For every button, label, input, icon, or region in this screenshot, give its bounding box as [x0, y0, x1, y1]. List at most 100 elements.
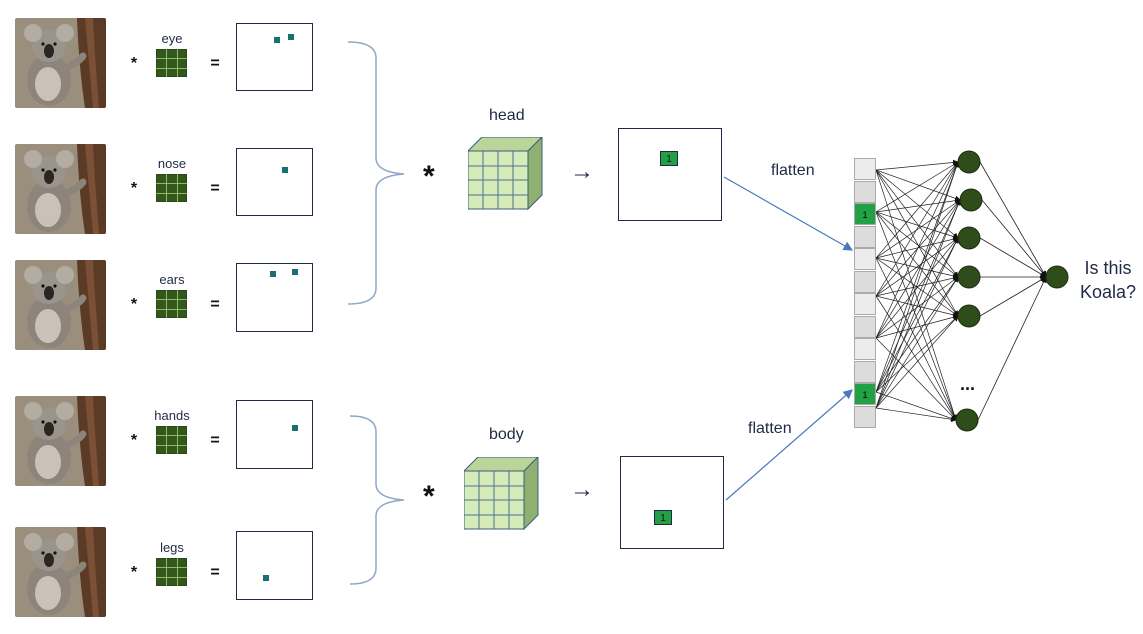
- group-label-body: body: [489, 426, 524, 443]
- network-edge: [875, 257, 957, 421]
- filter-grid-line: [156, 435, 187, 437]
- network-edge: [875, 199, 961, 259]
- network-edge: [979, 161, 1047, 278]
- hidden-neuron: [955, 408, 979, 432]
- network-edge: [875, 407, 957, 423]
- network-edge: [875, 199, 961, 393]
- vector-cell: [854, 405, 876, 428]
- filter-grid-line: [166, 426, 168, 454]
- vector-cell: [854, 360, 876, 383]
- hidden-neuron: [957, 304, 981, 328]
- filter-hands: [156, 426, 187, 454]
- conv-operator-head: *: [423, 160, 435, 193]
- network-edge: [875, 169, 958, 421]
- network-connections: [875, 159, 1047, 423]
- feature-dot: [282, 167, 288, 173]
- feature-dot: [263, 575, 269, 581]
- filter-grid-line: [166, 174, 168, 202]
- filter-grid-line: [176, 290, 178, 318]
- vector-cell-active: 1: [854, 203, 876, 225]
- hidden-neuron: [957, 226, 981, 250]
- filter-grid-line: [156, 567, 187, 569]
- filter-label-eye: eye: [161, 31, 183, 46]
- network-edge: [875, 161, 959, 339]
- network-edge: [981, 199, 1047, 278]
- filter-label-legs: legs: [160, 540, 184, 555]
- vector-cell: [854, 225, 876, 248]
- filter-nose: [156, 174, 187, 202]
- network-edge: [979, 237, 1047, 278]
- vector-cell: [854, 338, 876, 360]
- head-bracket: [347, 41, 405, 305]
- filter-grid-line: [176, 49, 178, 77]
- network-edge: [875, 237, 959, 297]
- equals-operator-legs: =: [210, 564, 220, 581]
- feature-dot: [292, 269, 298, 275]
- filter-grid-line: [156, 576, 187, 578]
- flatten-arrow-bottom: [725, 389, 853, 501]
- filter-label-nose: nose: [157, 156, 187, 171]
- conv-operator-ears: *: [130, 296, 138, 313]
- vector-cell: [854, 315, 876, 338]
- network-edge: [875, 257, 959, 317]
- network-edge: [875, 169, 959, 317]
- network-edge: [875, 211, 959, 240]
- cube-body: [462, 455, 540, 536]
- feature-map-ears: [236, 263, 313, 332]
- filter-grid-line: [176, 558, 178, 586]
- output-question-line1: Is this: [1084, 258, 1132, 278]
- hidden-neuron: [957, 265, 981, 289]
- network-edge: [875, 199, 961, 409]
- output-question: Is this Koala?: [1073, 256, 1143, 304]
- arrow-head-to-map: →: [570, 158, 594, 185]
- equals-operator-ears: =: [210, 296, 220, 313]
- network-edge: [979, 276, 1047, 317]
- vector-cell: [854, 158, 876, 180]
- filter-ears: [156, 290, 187, 318]
- body-bracket: [349, 415, 405, 585]
- conv-operator-eye: *: [130, 55, 138, 72]
- flatten-label-top: flatten: [771, 162, 815, 179]
- network-edge: [977, 276, 1047, 421]
- filter-grid-line: [166, 49, 168, 77]
- filter-grid-line: [156, 299, 187, 301]
- group-label-head: head: [489, 107, 525, 124]
- pooled-map-head: 1: [618, 128, 722, 221]
- feature-map-nose: [236, 148, 313, 216]
- filter-grid-line: [156, 58, 187, 60]
- feature-dot: [274, 37, 280, 43]
- network-edge: [875, 236, 959, 259]
- feature-map-legs: [236, 531, 313, 600]
- network-edge: [875, 199, 961, 339]
- equals-operator-nose: =: [210, 180, 220, 197]
- output-neuron: [1045, 265, 1069, 289]
- koala-image-legs: [15, 527, 106, 617]
- koala-image-hands: [15, 396, 106, 486]
- hidden-ellipsis: ...: [960, 374, 976, 394]
- activation-body: 1: [654, 510, 672, 525]
- network-edge: [875, 257, 959, 279]
- koala-image-nose: [15, 144, 106, 234]
- network-edge: [875, 161, 959, 393]
- feature-dot: [288, 34, 294, 40]
- network-edge: [875, 169, 959, 239]
- hidden-neuron: [957, 150, 981, 174]
- feature-map-eye: [236, 23, 313, 91]
- filter-grid-line: [166, 290, 168, 318]
- filter-grid-line: [156, 192, 187, 194]
- network-edge: [875, 314, 959, 339]
- filter-grid-line: [156, 444, 187, 446]
- network-edge: [875, 275, 959, 297]
- network-edge: [875, 161, 959, 259]
- filter-grid-line: [156, 308, 187, 310]
- network-edge: [875, 276, 959, 393]
- conv-operator-hands: *: [130, 432, 138, 449]
- network-edge: [875, 237, 959, 409]
- network-edge: [875, 161, 959, 213]
- feature-dot: [292, 425, 298, 431]
- conv-operator-legs: *: [130, 564, 138, 581]
- vector-cell: [854, 180, 876, 203]
- network-edge: [875, 237, 959, 339]
